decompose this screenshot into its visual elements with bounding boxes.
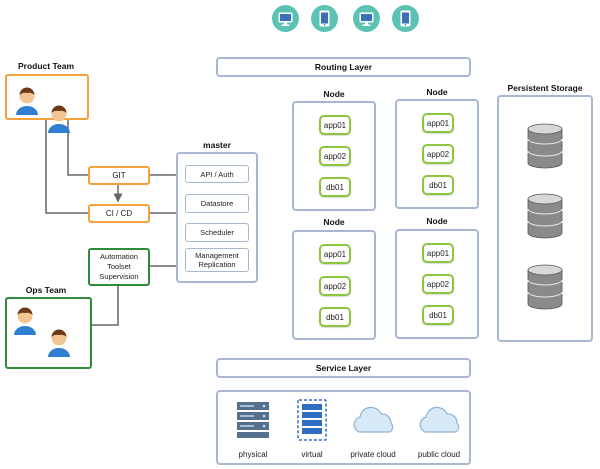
server-rack-icon xyxy=(237,402,269,438)
master-item-scheduler: Scheduler xyxy=(185,223,249,242)
virtual-server-icon xyxy=(297,399,327,441)
master-title: master xyxy=(203,140,231,150)
ops-to-automation-line xyxy=(92,286,119,326)
node-title: Node xyxy=(323,217,345,227)
master-item-datastore: Datastore xyxy=(185,194,249,213)
database-icon xyxy=(527,123,563,169)
monitor-icon xyxy=(359,12,374,26)
node-title: Node xyxy=(426,87,448,97)
product-to-cicd-line xyxy=(45,120,88,214)
master-item-management-replication: Management Replication xyxy=(185,248,249,272)
app-box: app02 xyxy=(422,144,454,164)
database-icon xyxy=(527,264,563,310)
device-4 xyxy=(392,5,419,32)
tablet-icon xyxy=(319,10,330,27)
database-icon xyxy=(527,193,563,239)
service-providers-panel: physical virtual private cloud public cl… xyxy=(216,390,471,465)
service-label-physical: physical xyxy=(238,450,268,459)
product-team-title: Product Team xyxy=(17,61,75,71)
service-layer: Service Layer xyxy=(216,358,471,378)
db-box: db01 xyxy=(319,307,351,327)
product-team-box xyxy=(5,74,89,133)
cloud-icon xyxy=(353,406,394,433)
service-label-public-cloud: public cloud xyxy=(417,450,461,459)
app-box: app01 xyxy=(422,243,454,263)
service-label-private-cloud: private cloud xyxy=(350,450,396,459)
node-1: app01 app02 db01 xyxy=(292,101,376,211)
person-icon xyxy=(16,87,38,115)
node-2: app01 app02 db01 xyxy=(395,99,479,209)
db-box: db01 xyxy=(319,177,351,197)
node-title: Node xyxy=(426,216,448,226)
app-box: app01 xyxy=(422,113,454,133)
device-3 xyxy=(353,5,380,32)
device-1 xyxy=(272,5,299,32)
db-box: db01 xyxy=(422,305,454,325)
ops-team-box xyxy=(5,297,92,369)
node-4: app01 app02 db01 xyxy=(395,229,479,339)
person-icon xyxy=(48,329,70,357)
cicd-box: CI / CD xyxy=(88,204,150,223)
persistent-storage-panel xyxy=(497,95,593,342)
app-box: app02 xyxy=(319,276,351,296)
person-icon xyxy=(14,307,36,335)
device-2 xyxy=(311,5,338,32)
cloud-icon xyxy=(419,406,460,433)
person-icon xyxy=(48,105,70,133)
ops-team-title: Ops Team xyxy=(25,285,67,295)
service-label-virtual: virtual xyxy=(301,450,323,459)
git-box: GIT xyxy=(88,166,150,185)
routing-layer: Routing Layer xyxy=(216,57,471,77)
product-to-git-line xyxy=(67,120,88,176)
persistent-storage-title: Persistent Storage xyxy=(507,83,583,93)
app-box: app01 xyxy=(319,115,351,135)
automation-box: Automation Toolset Supervision xyxy=(88,248,150,286)
node-3: app01 app02 db01 xyxy=(292,230,376,340)
app-box: app01 xyxy=(319,244,351,264)
app-box: app02 xyxy=(422,274,454,294)
node-title: Node xyxy=(323,89,345,99)
tablet-icon xyxy=(400,10,411,27)
db-box: db01 xyxy=(422,175,454,195)
app-box: app02 xyxy=(319,146,351,166)
master-item-api-auth: API / Auth xyxy=(185,165,249,183)
master-panel: API / Auth Datastore Scheduler Managemen… xyxy=(176,152,258,283)
monitor-icon xyxy=(278,12,293,26)
